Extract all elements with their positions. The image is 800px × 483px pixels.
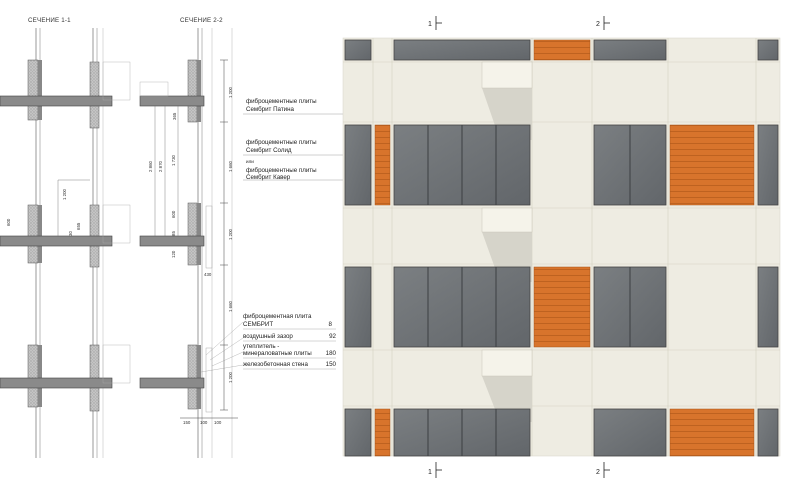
section-2-2-node-bottom (139, 344, 213, 413)
dim-v-bot: 1 200 (228, 371, 233, 383)
dim-b100a: 100 (200, 420, 208, 425)
dim-430-s2: 430 (204, 272, 212, 277)
dim-85-s2: 85 (171, 231, 176, 236)
dim-2870-s2: 2 870 (158, 160, 163, 172)
layer-3-name-2: минераловатные плиты (243, 350, 312, 357)
dim-b150: 150 (183, 420, 191, 425)
section-2-2-node-mid (139, 202, 213, 269)
layer-spec-row: воздушный зазор 92 (243, 333, 337, 342)
section-markers: 1 2 1 2 (428, 16, 610, 478)
dim-365-s2: 365 (172, 112, 177, 120)
callout-cover-line2: Сембрит Кавер (246, 174, 291, 181)
dim-655-s1: 655 (76, 222, 81, 230)
section-1-1-title: СЕЧЕНИЕ 1-1 (28, 17, 71, 24)
layer-3-value: 180 (326, 350, 337, 357)
layer-3-name-1: утеплитель - (243, 343, 279, 350)
dim-v-mid1: 1 660 (228, 160, 233, 172)
dim-v-mid3: 1 660 (228, 300, 233, 312)
dim-120-s2: 120 (171, 250, 176, 258)
callout-cover-line1: фиброцементные плиты (246, 167, 317, 174)
dim-b100b: 100 (214, 420, 222, 425)
section-1-1-node-bottom (0, 344, 131, 412)
layer-spec-row: утеплитель - минераловатные плиты 180 (243, 343, 337, 359)
callout-patina-line2: Сембрит Патина (246, 106, 295, 113)
callout-patina-line1: фиброцементные плиты (246, 98, 317, 105)
dim-2860-s2: 2 860 (148, 160, 153, 172)
dim-600-s2: 600 (171, 210, 176, 218)
layer-1-name-1: фиброцементная плита (243, 313, 312, 320)
callout-solid-line1: фиброцементные плиты (246, 139, 317, 146)
section-1-1: СЕЧЕНИЕ 1-1 1 200 655 30 600 (0, 17, 131, 458)
facade-row-top (344, 39, 779, 61)
callout-or: или (246, 159, 254, 164)
balcony-3 (481, 349, 533, 422)
marker-top-1: 1 (428, 21, 432, 28)
layer-4-name-1: железобетонная стена (243, 361, 308, 368)
layer-2-value: 92 (329, 333, 336, 340)
layer-4-value: 150 (326, 361, 337, 368)
facade-row-3 (344, 266, 779, 348)
dim-1730-s2: 1 730 (171, 154, 176, 166)
marker-bottom-1: 1 (428, 469, 432, 476)
marker-bottom-2: 2 (596, 469, 600, 476)
layer-2-name-1: воздушный зазор (243, 333, 293, 340)
callout-solid-line2: Сембрит Солид (246, 147, 292, 154)
section-2-2: СЕЧЕНИЕ 2-2 365 2 860 2 870 1 (139, 17, 238, 458)
layer-spec-row: фиброцементная плита СЕМБРИТ 8 (243, 313, 336, 330)
dim-600-s1: 600 (6, 218, 11, 226)
facade-row-4 (344, 408, 779, 457)
facade-row-2 (344, 124, 779, 206)
facade-elevation (342, 37, 781, 457)
section-1-1-node-top (0, 59, 131, 129)
section-2-2-node-top (139, 59, 205, 123)
dim-v-mid2: 1 200 (228, 228, 233, 240)
section-1-1-node-mid: 1 200 655 30 600 (0, 179, 131, 268)
layer-spec-row: железобетонная стена 150 (243, 361, 337, 370)
layer-1-value: 8 (329, 321, 333, 328)
dim-1200-s1: 1 200 (62, 188, 67, 200)
dim-30-s1: 30 (68, 231, 73, 236)
section-2-2-title: СЕЧЕНИЕ 2-2 (180, 17, 223, 24)
layer-1-name-2: СЕМБРИТ (243, 321, 273, 328)
layer-spec: фиброцементная плита СЕМБРИТ 8 воздушный… (200, 313, 337, 373)
marker-top-2: 2 (596, 21, 600, 28)
dim-v-top: 1 200 (228, 86, 233, 98)
